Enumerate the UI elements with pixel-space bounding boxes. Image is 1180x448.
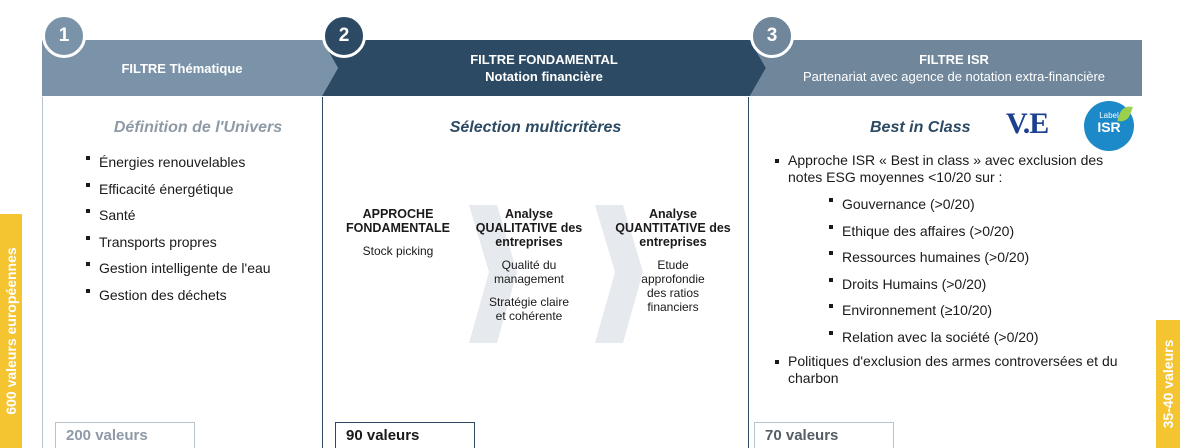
final-selection-label: 35-40 valeurs — [1160, 339, 1176, 429]
esg-criterion: Gouvernance (>0/20) — [826, 191, 1126, 218]
stage-1-panel: Définition de l'Univers Énergies renouve… — [42, 97, 321, 448]
esg-criterion: Ethique des affaires (>0/20) — [826, 218, 1126, 245]
stage-1-number: 1 — [42, 14, 86, 58]
step-quantitative: Analyse QUANTITATIVE des entreprises Etu… — [615, 207, 731, 323]
step-2-chevron — [469, 205, 517, 343]
isr-label-logo: Label ISR — [1084, 101, 1134, 151]
stage-2-header-title: FILTRE FONDAMENTAL — [470, 52, 618, 67]
step-qualitative-title: Analyse QUALITATIVE des entreprises — [475, 207, 583, 249]
exclusion-item: Politiques d'exclusion des armes controv… — [772, 353, 1132, 387]
theme-item: Gestion des déchets — [83, 282, 271, 309]
final-selection-bar: 35-40 valeurs — [1156, 320, 1180, 448]
exclusion-list: Politiques d'exclusion des armes controv… — [772, 353, 1132, 387]
step-quantitative-item: Etude approfondie des ratios financiers — [641, 258, 705, 314]
step-qualitative-item: Qualité du management — [493, 258, 565, 286]
universe-size-label: 600 valeurs européennes — [3, 247, 19, 415]
stage-3-header: FILTRE ISR Partenariat avec agence de no… — [766, 40, 1142, 96]
step-fundamental-item: Stock picking — [362, 244, 434, 258]
step-3-chevron — [595, 205, 643, 343]
isr-approach-item: Approche ISR « Best in class » avec excl… — [772, 152, 1132, 186]
isr-logo-main: ISR — [1097, 119, 1121, 135]
stage-3-title: Best in Class — [870, 119, 971, 136]
theme-item: Transports propres — [83, 229, 271, 256]
isr-approach-list: Approche ISR « Best in class » avec excl… — [772, 152, 1132, 186]
universe-size-bar: 600 valeurs européennes — [0, 214, 22, 448]
ve-logo: V.E — [1006, 107, 1049, 140]
theme-item: Gestion intelligente de l'eau — [83, 255, 271, 282]
stage-3-panel: Best in Class V.E Label ISR Approche ISR… — [750, 97, 1142, 448]
stage-3-header-subtitle: Partenariat avec agence de notation extr… — [802, 69, 1106, 84]
step-quantitative-title: Analyse QUANTITATIVE des entreprises — [615, 207, 731, 249]
stage-1-count: 200 valeurs — [55, 422, 195, 448]
stage-1-header-title: FILTRE Thématique — [121, 60, 243, 76]
stage-3-chevron — [750, 40, 1142, 96]
stage-3-count: 70 valeurs — [754, 422, 894, 448]
step-fundamental-title: APPROCHE FONDAMENTALE — [346, 207, 450, 235]
stage-2-header-subtitle: Notation financière — [485, 69, 603, 84]
esg-criterion: Relation avec la société (>0/20) — [826, 324, 1126, 351]
theme-list: Énergies renouvelables Efficacité énergé… — [83, 149, 271, 308]
esg-criterion: Environnement (≥10/20) — [826, 297, 1126, 324]
esg-criteria-list: Gouvernance (>0/20) Ethique des affaires… — [826, 191, 1126, 351]
stage-1-header: FILTRE Thématique — [42, 40, 322, 96]
stage-3-header-title: FILTRE ISR — [919, 52, 989, 67]
isr-logo-top: Label — [1099, 111, 1119, 120]
esg-criterion: Droits Humains (>0/20) — [826, 271, 1126, 298]
theme-item: Santé — [83, 202, 271, 229]
stage-2-number: 2 — [322, 14, 366, 58]
stage-1-chevron — [42, 40, 338, 96]
esg-criterion: Ressources humaines (>0/20) — [826, 244, 1126, 271]
stage-2-title: Sélection multicritères — [449, 119, 622, 136]
stage-2-chevron — [322, 40, 766, 96]
stage-2-header: FILTRE FONDAMENTAL Notation financière — [338, 40, 750, 96]
header-chevrons — [42, 40, 1142, 96]
stage-1-title: Définition de l'Univers — [113, 119, 283, 136]
theme-item: Énergies renouvelables — [83, 149, 271, 176]
step-fundamental: APPROCHE FONDAMENTALE Stock picking — [337, 207, 459, 267]
stage-2-count: 90 valeurs — [335, 422, 475, 448]
theme-item: Efficacité énergétique — [83, 176, 271, 203]
step-qualitative-item: Stratégie claire et cohérente — [488, 295, 570, 323]
stage-2-panel: Sélection multicritères APPROCHE FONDAME… — [322, 97, 749, 448]
step-chevrons — [469, 205, 643, 343]
step-qualitative: Analyse QUALITATIVE des entreprises Qual… — [471, 207, 587, 332]
stage-3-number: 3 — [750, 14, 794, 58]
